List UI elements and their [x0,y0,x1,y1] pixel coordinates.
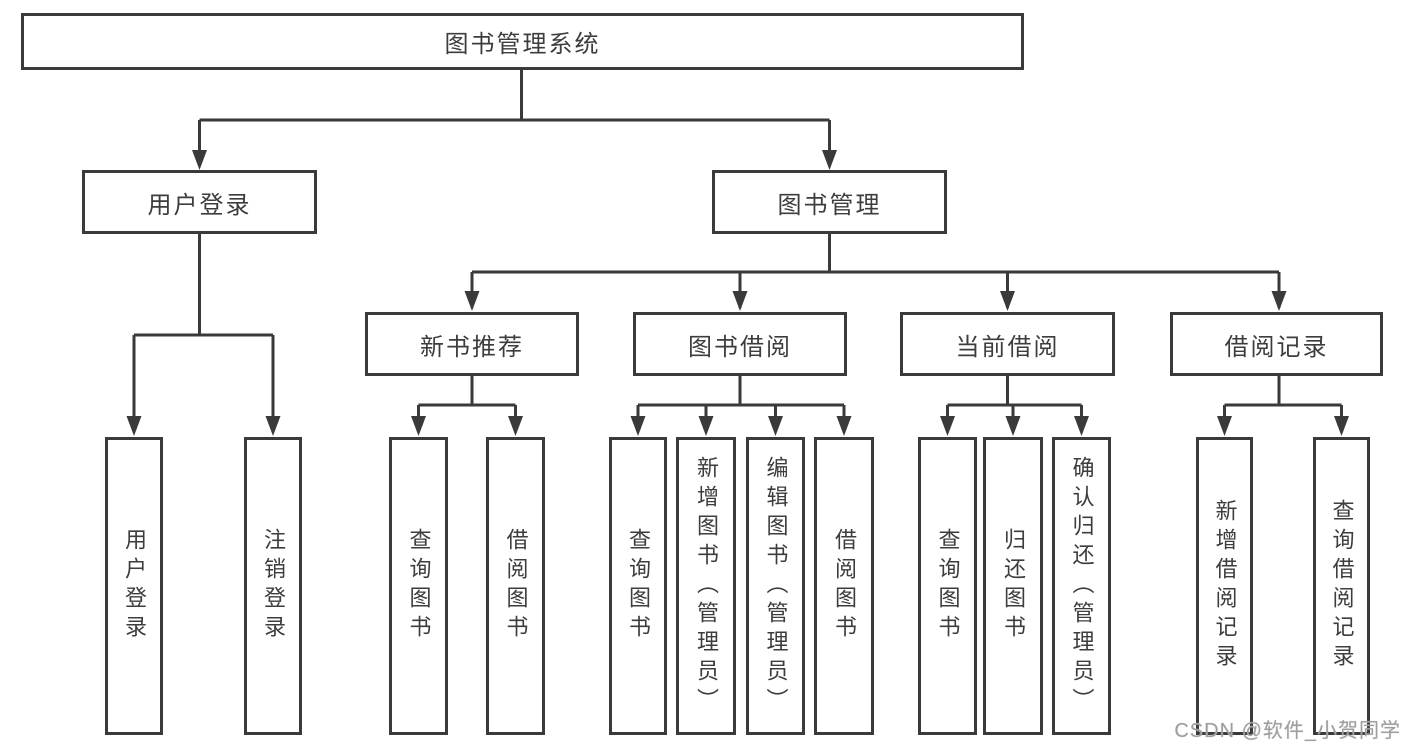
node-leaf-query-book-current-label: 查询图书 [935,528,961,644]
connector-book-borrow-to-children [636,376,846,432]
node-leaf-borrow-book: 借阅图书 [814,437,874,735]
arrowheads [126,150,1349,436]
node-leaf-borrow-book-recommend: 借阅图书 [486,437,545,735]
node-new-book-recommend: 新书推荐 [365,312,579,376]
node-leaf-borrow-book-label: 借阅图书 [832,528,857,644]
connector-new-book-to-children [417,376,517,432]
connector-borrow-records-to-children [1223,376,1343,432]
node-current-borrow: 当前借阅 [900,312,1115,376]
node-leaf-logout-label: 注销登录 [261,528,286,644]
node-leaf-confirm-return-admin: 确认归还（管理员） [1052,437,1111,735]
node-leaf-query-book-recommend: 查询图书 [389,437,448,735]
node-borrow-records: 借阅记录 [1170,312,1383,376]
node-leaf-logout: 注销登录 [244,437,302,735]
node-leaf-add-book-admin: 新增图书（管理员） [676,437,736,735]
node-leaf-query-book-borrow: 查询图书 [609,437,667,735]
node-leaf-edit-book-admin-label: 编辑图书（管理员） [763,455,789,717]
node-book-management: 图书管理 [712,170,947,234]
node-system-root: 图书管理系统 [21,13,1024,70]
node-leaf-confirm-return-admin-label: 确认归还（管理员） [1069,455,1095,717]
node-leaf-borrow-book-recommend-label: 借阅图书 [503,528,529,644]
node-book-borrow: 图书借阅 [633,312,847,376]
node-new-book-recommend-label: 新书推荐 [420,333,524,361]
node-leaf-user-login-label: 用户登录 [122,528,147,644]
node-leaf-return-book-label: 归还图书 [1001,528,1026,644]
node-book-management-label: 图书管理 [777,191,882,219]
node-book-borrow-label: 图书借阅 [688,333,792,361]
node-leaf-query-borrow-record: 查询借阅记录 [1313,437,1370,735]
node-leaf-query-borrow-record-label: 查询借阅记录 [1329,499,1355,673]
node-leaf-add-book-admin-label: 新增图书（管理员） [694,455,719,717]
connector-book-management-to-level3 [470,234,1281,308]
node-leaf-edit-book-admin: 编辑图书（管理员） [746,437,805,735]
node-leaf-add-borrow-record: 新增借阅记录 [1196,437,1253,735]
node-leaf-user-login: 用户登录 [105,437,163,735]
connector-user-login-to-children [132,234,275,432]
connector-root-to-level2 [198,70,831,166]
node-current-borrow-label: 当前借阅 [955,333,1060,361]
node-leaf-query-book-borrow-label: 查询图书 [626,528,651,644]
node-leaf-return-book: 归还图书 [983,437,1043,735]
node-leaf-query-book-recommend-label: 查询图书 [406,528,432,644]
node-leaf-query-book-current: 查询图书 [918,437,977,735]
node-user-login-label: 用户登录 [147,191,252,219]
system-title: 图书管理系统 [444,31,601,58]
node-user-login: 用户登录 [82,170,317,234]
node-borrow-records-label: 借阅记录 [1224,333,1329,361]
node-leaf-add-borrow-record-label: 新增借阅记录 [1212,499,1238,673]
watermark-text: CSDN @软件_小贺同学 [1174,720,1401,742]
